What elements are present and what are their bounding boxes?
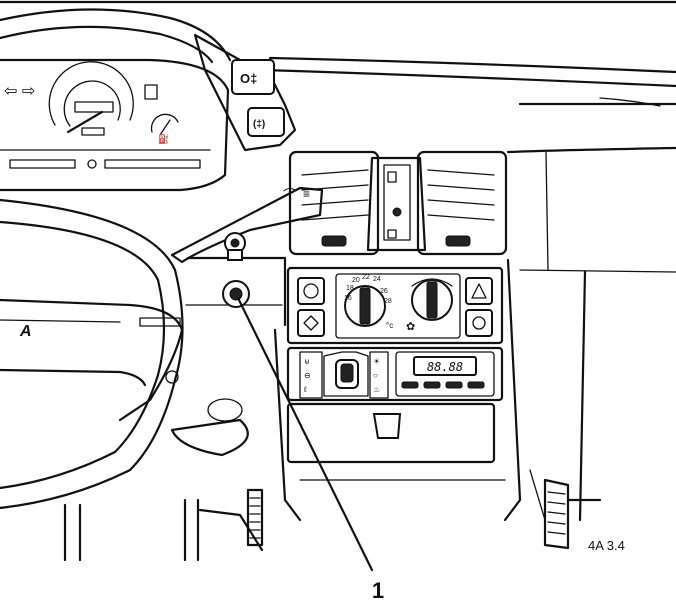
light-stalk: O‡ (‡) [193, 33, 297, 152]
temp-tick-22: 22 [362, 274, 370, 281]
temp-tick-26: 26 [380, 288, 388, 295]
floor-trims [198, 478, 602, 552]
vent-right-thumbwheel [445, 235, 471, 247]
fan-icon: ✿ [406, 321, 415, 333]
svg-text:○: ○ [373, 371, 378, 380]
callout-leader-line [236, 296, 374, 572]
rear-fog-icon: (‡) [253, 119, 265, 130]
clock-display: 88.88 [427, 360, 463, 374]
svg-text:⊌: ⊌ [304, 357, 310, 366]
lamp-switches [369, 351, 389, 399]
clock-buttons [401, 381, 485, 389]
fan-dial: ✿ [406, 278, 453, 333]
temperature-dial: 16 18 20 22 24 26 28 °c [344, 274, 393, 330]
lower-console [273, 258, 522, 522]
dashboard-top [260, 56, 676, 107]
callout-number: 1 [372, 578, 384, 603]
svg-text:ℓ: ℓ [303, 385, 307, 394]
centre-vent [383, 164, 411, 241]
fog-light-switch [231, 59, 275, 95]
temp-tick-16: 16 [344, 295, 352, 302]
horn-pad [139, 317, 181, 327]
seat-heater-switches [299, 351, 323, 399]
warning-strip-right [104, 159, 201, 169]
temp-tick-28: 28 [384, 298, 392, 305]
svg-text:⛽: ⛽ [158, 133, 169, 144]
temp-tick-24: 24 [373, 276, 381, 283]
steering-wheel: A [0, 8, 249, 562]
vent-left-thumbwheel [321, 235, 347, 247]
ignition-cover [207, 398, 243, 422]
rheostat-switch [222, 280, 250, 308]
ashtray-handle [372, 413, 402, 439]
centre-vent-frame [366, 156, 427, 252]
climate-control-panel: 16 18 20 22 24 26 28 °c ✿ [286, 266, 504, 345]
ignition-lock [224, 232, 246, 261]
centre-vent-knob [392, 207, 402, 217]
indicator-lamp [144, 84, 158, 100]
cluster-knob [87, 159, 97, 169]
dial-plate [335, 273, 461, 339]
temp-tick-20: 20 [352, 277, 360, 284]
clock-screen [413, 356, 477, 376]
temp-tick-18: 18 [346, 285, 354, 292]
fuel-gauge: ⛽ [150, 113, 179, 144]
right-dashboard [506, 102, 676, 522]
svg-text:☀: ☀ [373, 357, 380, 366]
gauge-needle [66, 110, 104, 134]
wiper-stalk: ⌒ ≡ [170, 186, 324, 264]
speedometer-gauge [48, 61, 134, 136]
svg-text:≡: ≡ [303, 187, 310, 201]
fog-light-icon: O‡ [240, 71, 257, 86]
ashtray-panel [286, 402, 496, 464]
switch-panel: ⊌ ⊖ ℓ ☀ ○ ♨ 88.88 [286, 346, 504, 402]
instrument-cluster: ⇦ ⇨ ⛽ [0, 58, 230, 192]
centre-vents [288, 150, 508, 256]
vent-right [416, 150, 508, 256]
defrost-button [297, 309, 325, 337]
hazard-button [465, 277, 493, 305]
figure-code: 4A 3.4 [588, 538, 625, 553]
vent-left [288, 150, 380, 256]
logo-emblem: A [19, 323, 32, 340]
rear-demister-button [465, 309, 493, 337]
rear-fog-switch [247, 107, 285, 137]
car-outline-icon [323, 351, 369, 397]
svg-text:♨: ♨ [373, 385, 380, 394]
temp-unit-label: °c [386, 321, 393, 330]
lower-left-panel [185, 232, 287, 327]
hub-screw [165, 370, 179, 384]
recirculation-button [297, 277, 325, 305]
warning-strip-left [9, 159, 76, 169]
svg-text:⊖: ⊖ [304, 371, 311, 380]
clock-unit [395, 351, 495, 397]
turn-signal-icon: ⇦ ⇨ [4, 83, 35, 100]
